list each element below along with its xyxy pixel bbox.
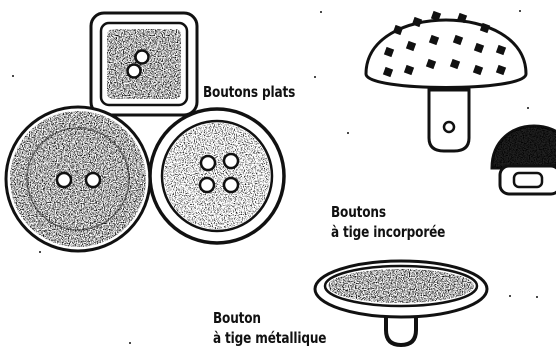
round-flat-button-four-holes [150, 109, 284, 243]
small-dark-shank-button [492, 126, 556, 194]
dome-shank-button [366, 11, 526, 151]
flat-buttons-label: Boutons plats [203, 82, 295, 102]
metal-shank-label-line1: Bouton [213, 308, 261, 328]
round-flat-button-two-holes [6, 107, 150, 251]
square-flat-button [91, 13, 197, 115]
integrated-shank-label-line1: Boutons [331, 202, 386, 222]
metal-shank-button [315, 261, 487, 345]
metal-shank-label-line2: à tige métallique [213, 328, 326, 348]
integrated-shank-label-line2: à tige incorporée [331, 222, 445, 242]
